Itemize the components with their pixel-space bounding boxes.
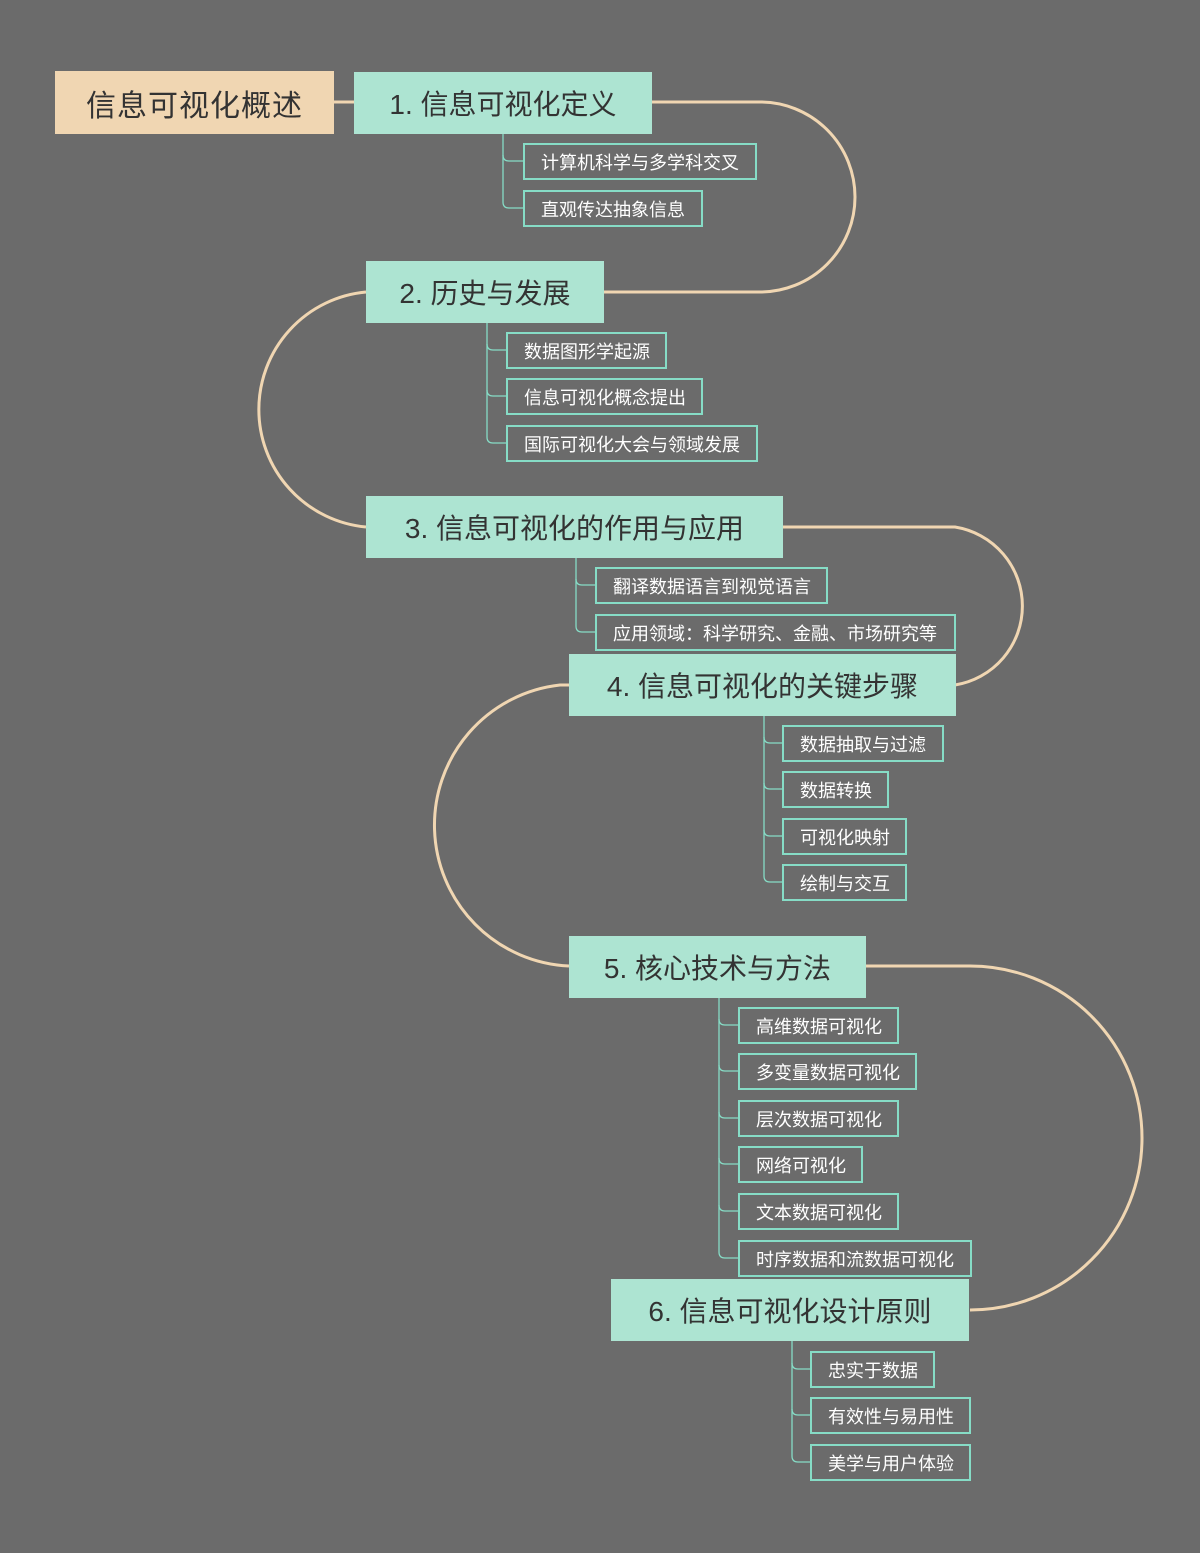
subtopic-node[interactable]: 数据抽取与过滤 — [782, 725, 944, 762]
branch-line — [486, 390, 506, 444]
branch-line — [791, 1363, 810, 1416]
curve-2-3 — [257, 290, 367, 529]
curve-3-4 — [783, 525, 1024, 687]
subtopic-node[interactable]: 翻译数据语言到视觉语言 — [595, 567, 828, 604]
subtopic-node[interactable]: 层次数据可视化 — [738, 1100, 899, 1137]
subtopic-node[interactable]: 多变量数据可视化 — [738, 1053, 917, 1090]
branch-line — [718, 1065, 738, 1119]
subtopic-node[interactable]: 文本数据可视化 — [738, 1193, 899, 1230]
root-node[interactable]: 信息可视化概述 — [55, 71, 334, 134]
subtopic-node[interactable]: 数据图形学起源 — [506, 332, 667, 369]
branch-line — [763, 715, 782, 744]
topic-node-2[interactable]: 2. 历史与发展 — [366, 261, 604, 323]
subtopic-node[interactable]: 应用领域：科学研究、金融、市场研究等 — [595, 614, 956, 651]
subtopic-node[interactable]: 高维数据可视化 — [738, 1007, 899, 1044]
branch-line — [575, 579, 595, 633]
subtopic-node[interactable]: 美学与用户体验 — [810, 1444, 971, 1481]
subtopic-node[interactable]: 数据转换 — [782, 771, 889, 808]
subtopic-node[interactable]: 计算机科学与多学科交叉 — [523, 143, 757, 180]
subtopic-node[interactable]: 时序数据和流数据可视化 — [738, 1240, 972, 1277]
branch-line — [763, 830, 782, 883]
branch-line — [763, 737, 782, 790]
topic-node-5[interactable]: 5. 核心技术与方法 — [569, 936, 866, 998]
branch-line — [763, 783, 782, 837]
subtopic-node[interactable]: 忠实于数据 — [810, 1351, 935, 1388]
subtopic-node[interactable]: 有效性与易用性 — [810, 1397, 971, 1434]
subtopic-node[interactable]: 网络可视化 — [738, 1146, 863, 1183]
branch-line — [502, 155, 523, 209]
curve-1-2 — [604, 100, 857, 294]
curve-4-5 — [432, 683, 570, 968]
subtopic-node[interactable]: 直观传达抽象信息 — [523, 190, 703, 227]
branch-line — [718, 997, 738, 1026]
subtopic-node[interactable]: 国际可视化大会与领域发展 — [506, 425, 758, 462]
subtopic-node[interactable]: 绘制与交互 — [782, 864, 907, 901]
branch-line — [502, 133, 523, 162]
branch-line — [718, 1158, 738, 1212]
branch-line — [791, 1341, 810, 1370]
branch-line — [486, 322, 506, 351]
branch-line — [575, 557, 595, 586]
branch-line — [486, 344, 506, 397]
branch-line — [791, 1409, 810, 1463]
curve-5-6 — [866, 964, 1144, 1312]
topic-node-4[interactable]: 4. 信息可视化的关键步骤 — [569, 654, 956, 716]
subtopic-node[interactable]: 可视化映射 — [782, 818, 907, 855]
topic-node-6[interactable]: 6. 信息可视化设计原则 — [611, 1279, 969, 1341]
branch-line — [718, 1205, 738, 1259]
branch-line — [718, 1112, 738, 1165]
topic-node-3[interactable]: 3. 信息可视化的作用与应用 — [366, 496, 783, 558]
branch-line — [718, 1019, 738, 1072]
topic-node-1[interactable]: 1. 信息可视化定义 — [354, 72, 652, 134]
subtopic-node[interactable]: 信息可视化概念提出 — [506, 378, 703, 415]
